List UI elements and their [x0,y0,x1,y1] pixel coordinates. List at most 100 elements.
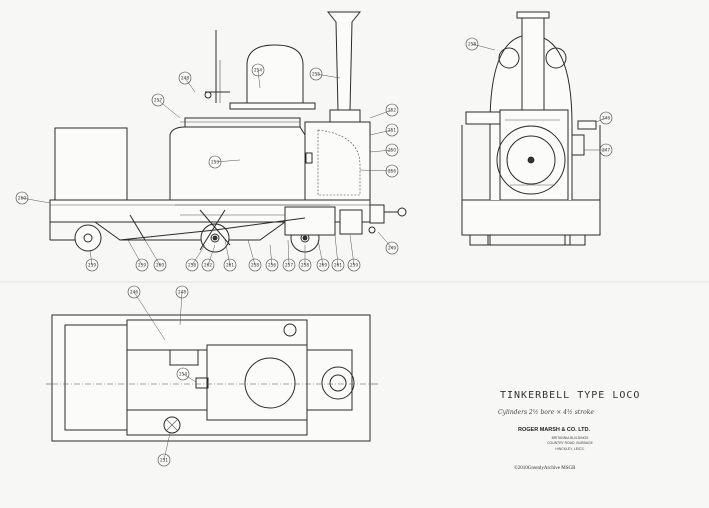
callout-bubble [347,258,361,272]
callout-leader [247,239,256,266]
plan-smokebox [306,349,353,411]
callout-label: 262 [204,263,212,268]
cylinder [284,206,336,236]
callout-label: 257 [285,263,293,268]
callout-label: 249 [388,246,396,251]
callout-bubble [385,103,399,117]
plan-boiler [206,344,308,421]
callout-leader [369,149,393,153]
callout-leader [359,169,393,172]
callout-label: 261 [334,263,342,268]
callout-label: 260 [18,196,26,201]
callout-bubble [465,37,479,51]
callout-label: 254 [179,372,187,377]
callout-leader [334,234,339,266]
front-lamp-bracket [571,134,585,156]
callout-bubble [151,93,165,107]
callout-leader [317,239,324,266]
middle-wheel-hub [210,233,220,243]
callout-leader [377,231,393,249]
dome-base [229,102,316,110]
company-address: BRITANNIA BUILDINGS COUNTRY ROAD, BURBAG… [520,436,620,452]
callout-label: 250 [388,148,396,153]
callout-label: 248 [178,290,186,295]
callout-leader [21,197,51,204]
callout-bubble [135,258,149,272]
callout-label: 258 [251,263,259,268]
frame-rails [175,204,330,216]
callout-leader [287,239,290,266]
motion-links [199,209,231,251]
plan-dome [244,357,296,409]
callout-label: 252 [388,108,396,113]
callout-bubble [176,367,190,381]
callout-leader [369,109,393,119]
callout-bubble [385,143,399,157]
callout-leader [207,244,216,266]
callout-bubble [316,258,330,272]
connecting-rod [119,217,306,241]
plan-handwheel-spokes [165,418,179,432]
plan-filler [283,323,297,337]
smokebox-door-handle [527,156,535,164]
smokebox [304,121,371,201]
front-foot-left [469,234,491,246]
callout-bubble [385,164,399,178]
callout-leader [369,129,393,136]
plan-reverser [169,349,199,366]
callout-label: 258 [468,42,476,47]
callout-leader [595,117,607,123]
callout-bubble [599,111,613,125]
plan-regulator [195,377,209,389]
callout-label: 256 [388,169,396,174]
callout-label: 258 [188,263,196,268]
callout-bubble [265,258,279,272]
rear-wheel [74,224,102,252]
callout-leader [257,69,261,89]
callout-bubble [157,453,171,467]
callout-bubble [385,123,399,137]
callout-bubble [15,191,29,205]
callout-label: 258 [301,263,309,268]
callout-label: 260 [156,263,164,268]
address-line: COUNTRY ROAD, BURBAGE [547,441,593,446]
callout-bubble [201,258,215,272]
company-name: ROGER MARSH & CO. LTD. [518,427,591,433]
callout-leader [224,239,231,266]
saddle-tank [169,126,306,201]
front-sole-plate [487,234,571,246]
callout-leader [179,291,183,326]
callout-label: 248 [181,76,189,81]
copyright-notice: ©2010GreenlyArchive MSGB [514,466,576,471]
callout-leader [184,77,196,93]
front-lamp [577,120,597,130]
tank-top [184,117,301,127]
steam-dome [246,44,304,106]
callout-bubble [208,155,222,169]
plan-view [46,314,378,442]
front-sandbox-left [498,47,520,69]
callout-bubble [282,258,296,272]
callout-bubble [127,285,141,299]
callout-label: 251 [160,458,168,463]
address-line: BRITANNIA BUILDINGS [551,436,589,440]
callout-bubble [185,258,199,272]
callout-label: 256 [268,263,276,268]
callout-leader [127,239,143,266]
front-chimney-cap [516,11,550,19]
plan-handwheel [163,416,181,434]
plan-bunker [64,324,128,431]
plan-chimney-outer [321,366,355,400]
callout-bubble [331,258,345,272]
callout-leader [157,99,181,119]
callout-leader [133,291,166,341]
callout-bubble [385,241,399,255]
smokebox-detail [305,152,313,164]
callout-leader [163,432,171,461]
callout-leader [214,159,241,163]
callout-label: 246 [130,290,138,295]
callout-label: 259 [350,263,358,268]
callout-bubble [85,258,99,272]
